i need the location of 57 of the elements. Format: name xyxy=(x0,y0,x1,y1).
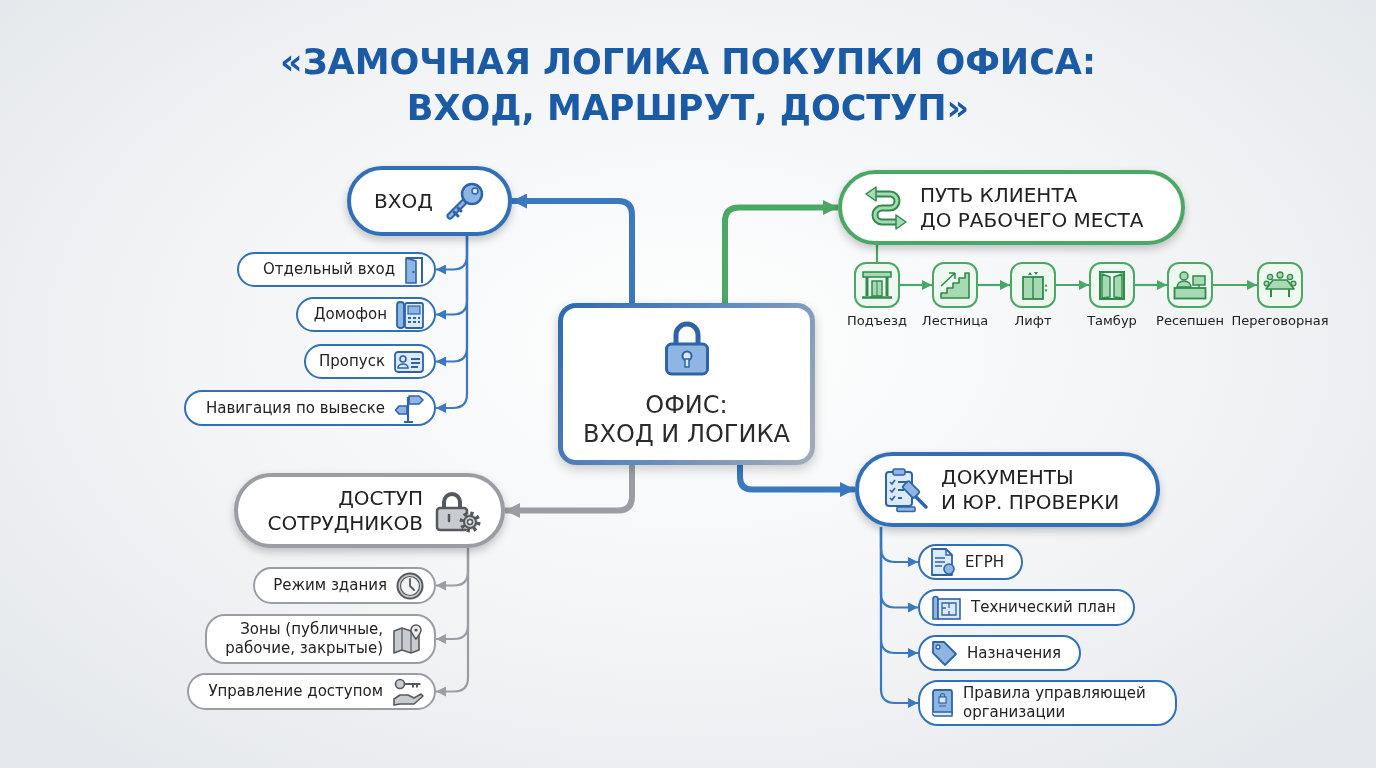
item-label: Отдельный вход xyxy=(262,260,395,279)
step-caption: Лестница xyxy=(921,313,989,328)
step-caption: Ресепшен xyxy=(1156,313,1224,328)
arrow xyxy=(436,236,469,413)
item-label: Пропуск xyxy=(319,352,385,371)
arrow xyxy=(505,465,635,518)
step-tile xyxy=(1167,262,1213,308)
item-pill xyxy=(187,673,436,710)
step-tile xyxy=(932,262,978,308)
step-tile xyxy=(854,262,900,308)
topic-pill xyxy=(855,452,1160,527)
topic-pill xyxy=(838,170,1185,245)
hub-title: ОФИС: ВХОД И ЛОГИКА xyxy=(583,390,790,450)
topic-pill xyxy=(234,473,505,548)
step-caption: Подъезд xyxy=(847,313,907,328)
item-pill xyxy=(253,567,436,604)
arrow xyxy=(978,280,1010,290)
item-label: Назначения xyxy=(967,643,1062,663)
topic-title: ПУТЬ КЛИЕНТА ДО РАБОЧЕГО МЕСТА xyxy=(920,182,1144,233)
topic-title: ВХОД xyxy=(374,188,433,214)
item-pill xyxy=(184,390,436,426)
item-label: Правила управляющей организации xyxy=(963,684,1146,722)
item-label: Навигация по вывеске xyxy=(206,398,385,418)
arrow xyxy=(436,548,470,697)
arrow xyxy=(1135,280,1167,290)
step-caption: Тамбур xyxy=(1087,313,1137,328)
item-label: Зоны (публичные, рабочие, закрытые) xyxy=(225,620,383,658)
step-caption: Переговорная xyxy=(1231,313,1329,328)
item-label: Режим здания xyxy=(273,576,387,595)
item-label: Технический план xyxy=(971,598,1116,617)
item-pill xyxy=(918,635,1081,671)
item-pill xyxy=(918,680,1177,726)
arrow xyxy=(737,465,855,497)
item-pill xyxy=(296,297,436,332)
item-label: ЕГРН xyxy=(965,552,1004,572)
step-tile xyxy=(1257,262,1303,308)
arrow xyxy=(1213,280,1257,290)
arrow xyxy=(900,280,932,290)
diagram-title: «ЗАМОЧНАЯ ЛОГИКА ПОКУПКИ ОФИСА: ВХОД, МАРШРУТ, ДОСТУП» xyxy=(280,41,1096,130)
arrow xyxy=(722,200,838,303)
arrow xyxy=(879,527,918,708)
arrow xyxy=(1056,280,1089,290)
step-tile xyxy=(1010,262,1056,308)
topic-pill xyxy=(347,166,512,236)
item-pill xyxy=(205,614,436,664)
step-caption: Лифт xyxy=(1014,313,1052,328)
arrow xyxy=(512,193,635,303)
item-pill xyxy=(237,252,436,287)
connector-line xyxy=(875,245,879,262)
item-pill xyxy=(304,344,436,379)
step-tile xyxy=(1089,262,1135,308)
item-label: Управление доступом xyxy=(208,682,383,701)
topic-title: ДОСТУП СОТРУДНИКОВ xyxy=(267,485,423,536)
item-label: Домофон xyxy=(313,305,387,324)
item-pill xyxy=(918,589,1135,626)
topic-title: ДОКУМЕНТЫ И ЮР. ПРОВЕРКИ xyxy=(941,464,1120,515)
item-pill xyxy=(918,544,1023,580)
